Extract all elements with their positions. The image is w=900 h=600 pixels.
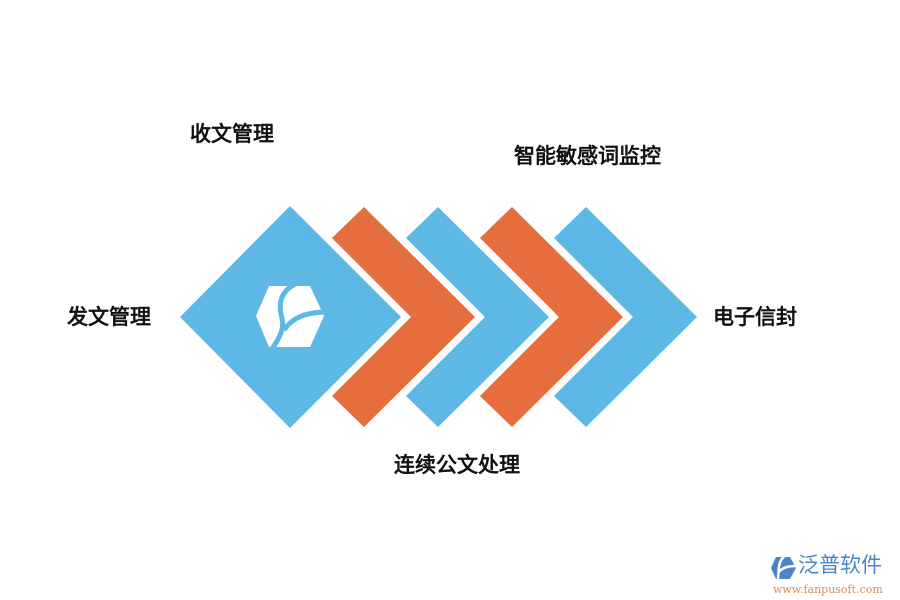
watermark-url: www.fanpusoft.com (773, 583, 883, 596)
label-send: 发文管理 (67, 305, 151, 329)
chevron-3 (480, 207, 623, 427)
chevron-4 (554, 207, 697, 427)
label-sensitive: 智能敏感词监控 (514, 144, 661, 168)
watermark-logo-icon (771, 555, 798, 580)
label-seal: 电子信封 (713, 305, 797, 329)
chevron-1 (332, 207, 475, 427)
chevron-2 (406, 207, 549, 427)
watermark-title: 泛普软件 (798, 553, 882, 577)
label-receive: 收文管理 (190, 122, 274, 146)
label-continuous: 连续公文处理 (394, 453, 520, 477)
fanpu-logo-icon (256, 281, 329, 354)
